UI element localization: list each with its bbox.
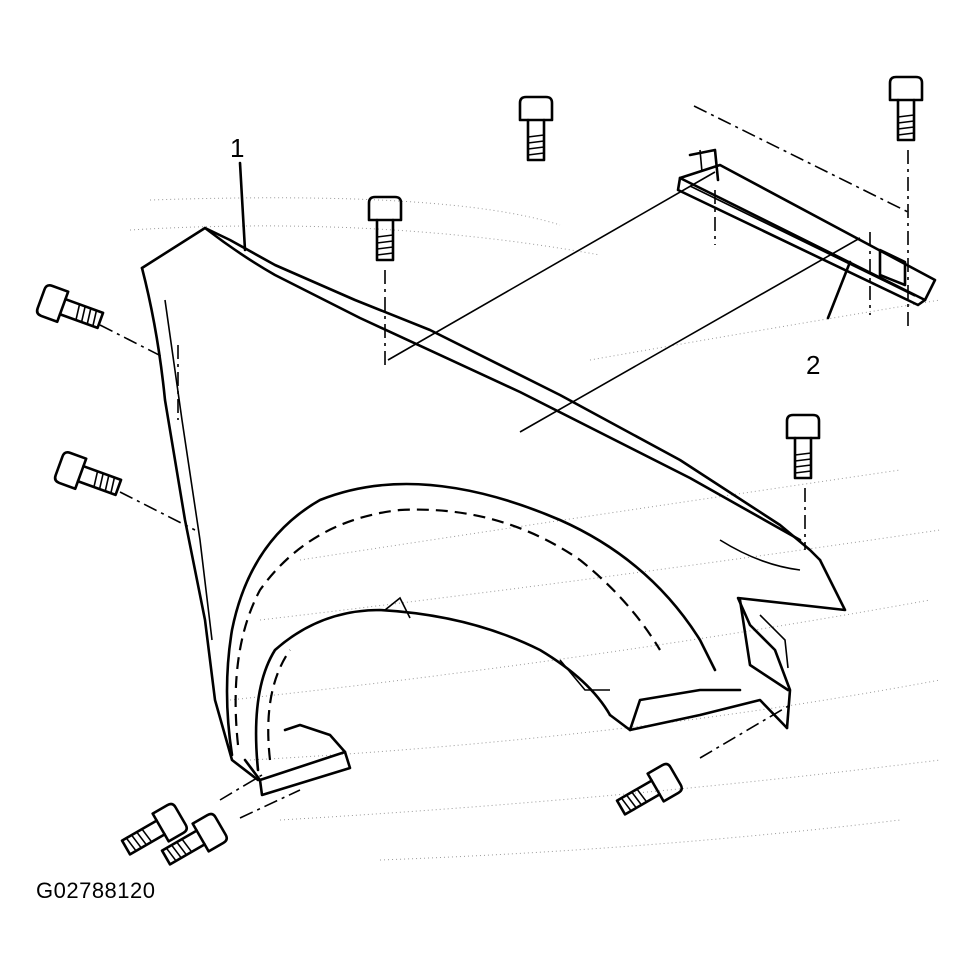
figure-id: G02788120 [36, 878, 156, 903]
bolt-icon [35, 284, 105, 330]
bolt-icon [120, 802, 188, 856]
bolt-icon [518, 95, 554, 162]
bolt-icon [367, 195, 403, 262]
stipple-shading [129, 197, 941, 861]
callout-2: 2 [806, 350, 820, 380]
bolt-icon [160, 812, 228, 866]
alignment-lines [99, 105, 909, 819]
bolt-icon [615, 762, 683, 816]
fender-bracket [676, 148, 937, 307]
callout-2-leader [826, 260, 852, 320]
fender-panel [140, 226, 847, 797]
callout-1-leader [238, 161, 247, 252]
callout-1: 1 [230, 133, 244, 163]
bolt-icon [888, 75, 924, 142]
bolt-icon [53, 451, 123, 497]
bolt-icon [785, 413, 821, 480]
